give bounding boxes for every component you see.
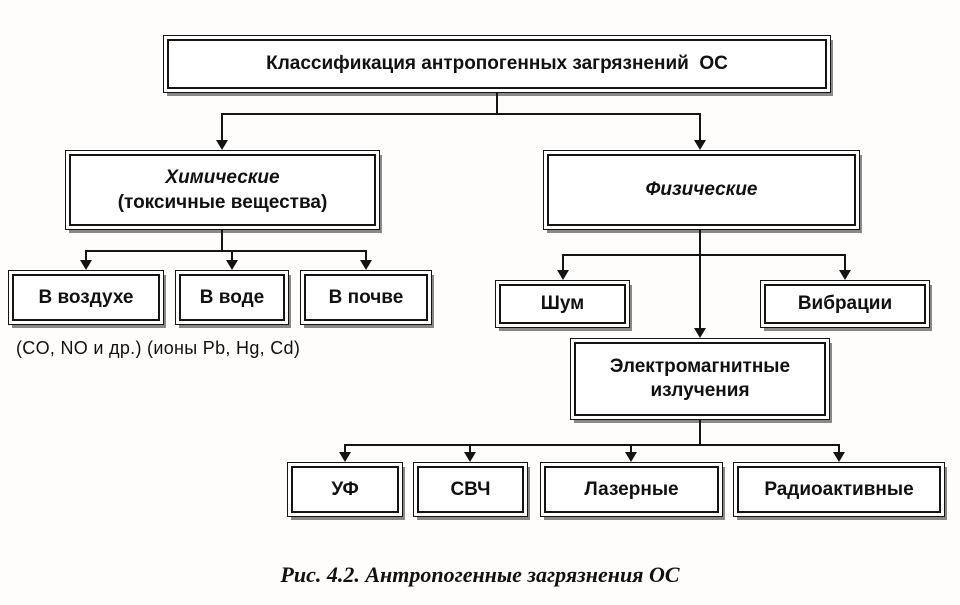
water-node-frame: В воде (179, 274, 285, 321)
physical-node-frame: Физические (547, 154, 856, 226)
arrowhead-down (557, 270, 569, 280)
air-node: В воздухе (8, 270, 164, 325)
connector-line (699, 420, 701, 446)
soil-node-frame: В почве (304, 274, 428, 321)
air-node-label: В воздухе (38, 286, 134, 308)
arrowhead-down (839, 270, 851, 280)
connector-line (838, 444, 840, 452)
laser-node-frame: Лазерные (544, 466, 719, 513)
radioactive-node: Радиоактивные (733, 462, 945, 517)
water-node-label: В воде (199, 286, 265, 308)
noise-node-label: Шум (540, 293, 585, 315)
soil-node-label: В почве (328, 286, 404, 308)
emr-node: Электромагнитные излучения (570, 338, 830, 420)
arrowhead-down (360, 260, 372, 270)
noise-node-frame: Шум (499, 284, 626, 324)
connector-line (844, 254, 846, 270)
emr-node-label: Электромагнитные излучения (609, 356, 791, 401)
laser-node: Лазерные (540, 462, 723, 517)
laser-node-label: Лазерные (584, 478, 679, 500)
water-node: В воде (175, 270, 289, 325)
connector-line (221, 230, 223, 252)
root-node-frame: Классификация антропогенных загрязнений … (167, 39, 827, 89)
root-node-label: Классификация антропогенных загрязнений … (266, 53, 728, 75)
arrowhead-down (226, 260, 238, 270)
arrowhead-down (694, 140, 706, 150)
connector-line (699, 113, 701, 140)
arrowhead-down (80, 260, 92, 270)
chemical-node-frame: Химические (токсичные вещества) (69, 154, 376, 226)
vibration-node-label: Вибрации (797, 293, 893, 315)
vibration-node: Вибрации (760, 280, 930, 328)
arrowhead-down (833, 452, 845, 462)
physical-node-title: Физические (645, 179, 758, 201)
soil-node: В почве (300, 270, 432, 325)
connector-line (344, 444, 346, 452)
microwave-node: СВЧ (413, 462, 528, 517)
root-node: Классификация антропогенных загрязнений … (163, 35, 831, 93)
connector-line (699, 254, 701, 328)
microwave-node-label: СВЧ (450, 478, 491, 500)
connector-line (562, 254, 564, 270)
chemical-node-subtitle: (токсичные вещества) (117, 191, 328, 213)
connector-line (562, 254, 846, 256)
chemical-node: Химические (токсичные вещества) (65, 150, 380, 230)
uv-node-label: УФ (331, 478, 359, 500)
physical-node: Физические (543, 150, 860, 230)
uv-node-frame: УФ (291, 466, 399, 513)
connector-line (365, 250, 367, 262)
emr-node-frame: Электромагнитные излучения (574, 342, 826, 416)
connector-line (469, 444, 471, 452)
air-node-frame: В воздухе (12, 274, 160, 321)
radioactive-node-label: Радиоактивные (764, 478, 914, 500)
vibration-node-frame: Вибрации (764, 284, 926, 324)
arrowhead-down (464, 452, 476, 462)
connector-line (630, 444, 632, 452)
connector-line (699, 230, 701, 256)
noise-node: Шум (495, 280, 630, 328)
microwave-node-frame: СВЧ (417, 466, 524, 513)
connector-line (344, 444, 839, 446)
connector-line (496, 93, 498, 115)
arrowhead-down (216, 140, 228, 150)
chemical-node-title: Химические (165, 166, 280, 188)
uv-node: УФ (287, 462, 403, 517)
chemical-note: (CO, NO и др.) (ионы Pb, Hg, Cd) (16, 338, 301, 358)
arrowhead-down (694, 328, 706, 338)
connector-line (231, 250, 233, 262)
connector-line (85, 250, 367, 252)
connector-line (221, 113, 223, 140)
connector-line (221, 113, 701, 115)
arrowhead-down (625, 452, 637, 462)
connector-line (85, 250, 87, 262)
radioactive-node-frame: Радиоактивные (737, 466, 941, 513)
figure-caption: Рис. 4.2. Антропогенные загрязнения ОС (280, 562, 680, 587)
arrowhead-down (339, 452, 351, 462)
